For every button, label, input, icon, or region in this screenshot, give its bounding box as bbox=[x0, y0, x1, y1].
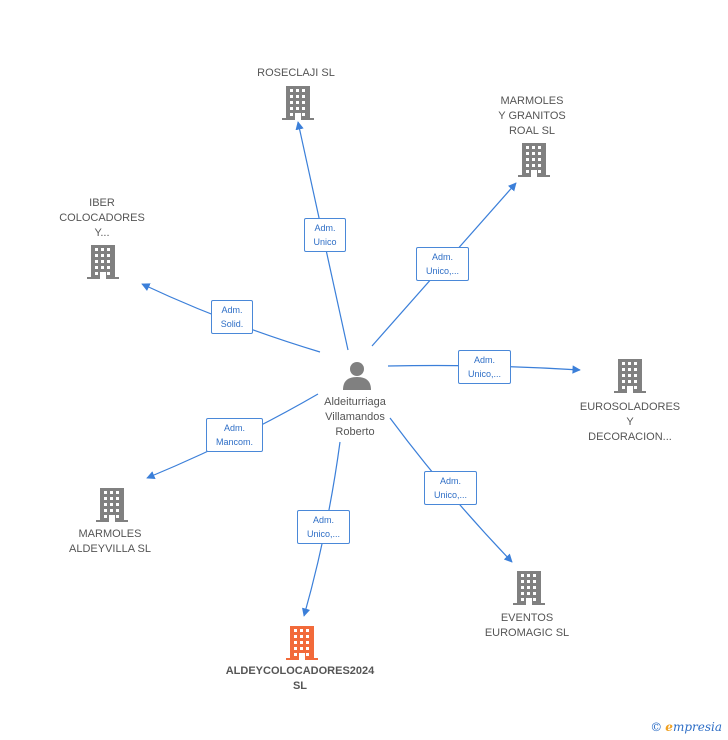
edge-role-label-marmoles-aldeyvilla[interactable]: Adm. Mancom. bbox=[206, 418, 263, 452]
brand-footer: ©empresia bbox=[650, 720, 722, 734]
company-label-roseclaji[interactable]: ROSECLAJI SL bbox=[257, 67, 335, 79]
brand-logo-e: e bbox=[665, 720, 673, 734]
brand-logo-text: mpresia bbox=[672, 720, 722, 734]
company-label-iber[interactable]: IBER COLOCADORES Y... bbox=[59, 197, 145, 239]
building-icon[interactable] bbox=[518, 143, 550, 177]
edge-role-label-aldeycolocadores[interactable]: Adm. Unico,... bbox=[297, 510, 350, 544]
company-label-marmoles-granitos[interactable]: MARMOLES Y GRANITOS ROAL SL bbox=[498, 95, 566, 137]
copyright-symbol: © bbox=[650, 720, 663, 734]
edge-role-label-marmoles-granitos[interactable]: Adm. Unico,... bbox=[416, 247, 469, 281]
building-icon[interactable] bbox=[614, 359, 646, 393]
person-icon[interactable] bbox=[341, 359, 373, 391]
building-icon[interactable] bbox=[96, 488, 128, 522]
building-icon[interactable] bbox=[282, 86, 314, 120]
building-icon[interactable] bbox=[87, 245, 119, 279]
company-label-aldeycolocadores[interactable]: ALDEYCOLOCADORES2024 SL bbox=[225, 665, 375, 692]
building-icon[interactable] bbox=[513, 571, 545, 605]
edge-role-label-roseclaji[interactable]: Adm. Unico bbox=[304, 218, 346, 252]
company-label-marmoles-aldeyvilla[interactable]: MARMOLES ALDEYVILLA SL bbox=[69, 528, 151, 555]
edge-role-label-iber[interactable]: Adm. Solid. bbox=[211, 300, 253, 334]
edge-role-label-eurosoladores[interactable]: Adm. Unico,... bbox=[458, 350, 511, 384]
building-icon[interactable] bbox=[286, 626, 318, 660]
center-person-name[interactable]: Aldeiturriaga Villamandos Roberto bbox=[324, 396, 386, 438]
company-label-eventos[interactable]: EVENTOS EUROMAGIC SL bbox=[484, 612, 570, 639]
company-label-eurosoladores[interactable]: EUROSOLADORES Y DECORACION... bbox=[579, 401, 681, 443]
edge-role-label-eventos[interactable]: Adm. Unico,... bbox=[424, 471, 477, 505]
